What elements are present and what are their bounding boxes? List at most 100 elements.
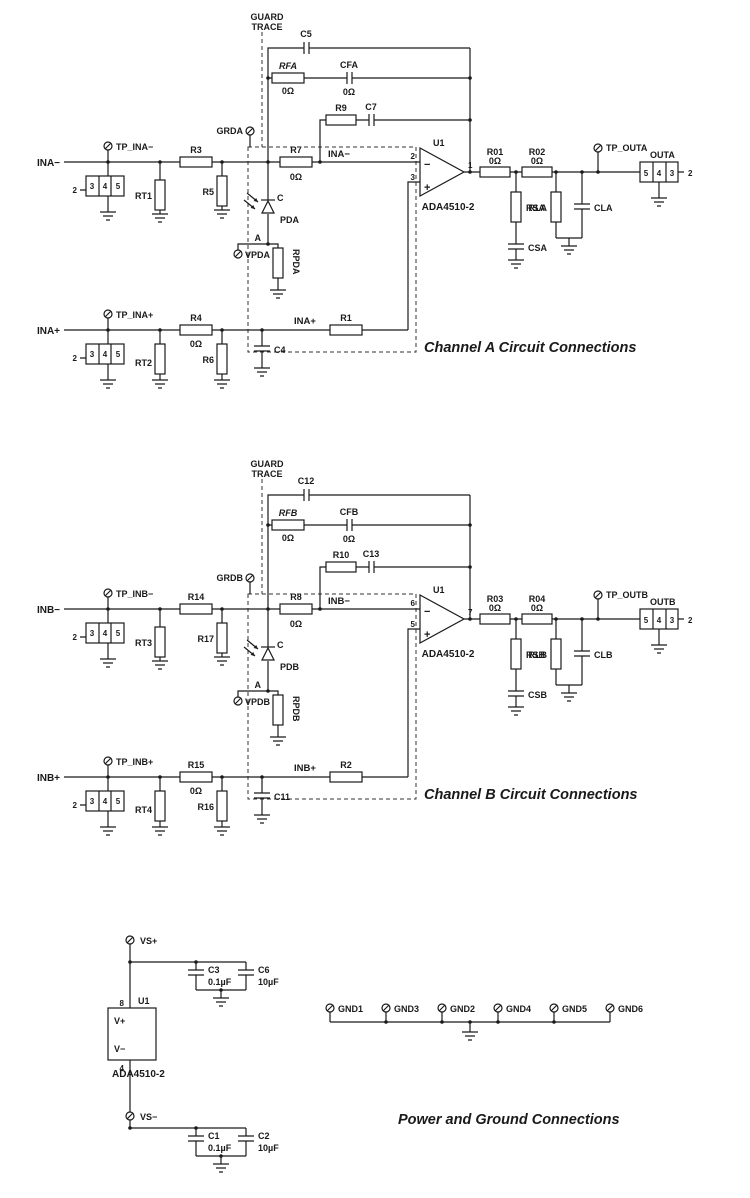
input-pos-shunt-res-label: R16 [197, 802, 214, 812]
input-pos-tp-label: TP_INA+ [116, 310, 153, 320]
junction-dots [106, 523, 600, 779]
opamp-power-box [107, 1007, 157, 1061]
out-res1-label: R03 [487, 594, 504, 604]
input-pos-label: INA+ [37, 326, 60, 337]
input-pos-net-label: INB+ [294, 763, 316, 774]
guard-trace-label-line2: TRACE [252, 469, 283, 479]
power-section: VS+ C3 0.1µF C6 10µF U1 8 V+ V− 4 ADA451… [107, 935, 643, 1173]
power-test-points [125, 935, 615, 1121]
feedback-cap-top-label: C5 [300, 29, 312, 39]
snubber-res-label: RSA [526, 203, 546, 213]
out-res2-label: R02 [529, 147, 546, 157]
input-neg-pin: 5 [116, 182, 121, 191]
guard-tp-label: GRDA [217, 126, 244, 136]
opamp-pin-vneg: 4 [120, 1064, 125, 1073]
cap-c2-value: 10µF [258, 1143, 279, 1153]
cap-c3-value: 0.1µF [208, 977, 232, 987]
feedback-res-value: 0Ω [282, 86, 294, 96]
cap-c6-label: C6 [258, 965, 270, 975]
power-junction-dots [128, 960, 556, 1158]
guard-trace-outline [247, 32, 417, 353]
photodiode-res-label: RPDB [291, 696, 301, 722]
out-res1-value: 0Ω [489, 603, 501, 613]
feedback2-cap-label: C13 [363, 549, 380, 559]
resistor-symbols [154, 519, 562, 822]
vs-pos-tp-label: VS+ [140, 936, 157, 946]
out-pin: 4 [657, 169, 662, 178]
guard-trace-label-line2: TRACE [252, 22, 283, 32]
out-pin-out: 2 [688, 169, 693, 178]
channel-a-section: GUARD TRACE GRDA C5 RFA 0Ω CFA 0Ω R9 C7 … [37, 12, 693, 389]
input-neg-shunt-res-label: R5 [202, 187, 214, 197]
input-neg-series-res-label: R3 [190, 145, 202, 155]
input-pos-connector [80, 790, 125, 812]
opamp-pin-inv: 2 [411, 152, 416, 161]
cap-c3-label: C3 [208, 965, 220, 975]
input-pos-res2-label: R2 [340, 760, 352, 770]
channel-title: Channel A Circuit Connections [424, 340, 636, 356]
feedback-cap-value: 0Ω [343, 87, 355, 97]
out-pin: 5 [644, 169, 649, 178]
input-neg-pin: 4 [103, 182, 108, 191]
feedback-res-value: 0Ω [282, 533, 294, 543]
photodiode-tp-label: VPDB [245, 697, 271, 707]
gnd-tp-label: GND2 [450, 1004, 475, 1014]
input-neg-pin: 3 [90, 182, 95, 191]
opamp-plus-sign: + [424, 629, 430, 641]
input-pos-series-res-value: 0Ω [190, 339, 202, 349]
opamp-ref-label: U1 [138, 996, 150, 1006]
out-pin-out: 2 [688, 616, 693, 625]
opamp-pin-out: 1 [468, 161, 473, 170]
vs-neg-tp-label: VS− [140, 1112, 157, 1122]
guard-tp-label: GRDB [217, 573, 244, 583]
feedback-cap-label: CFA [340, 60, 359, 70]
guard-trace-label-line1: GUARD [251, 459, 284, 469]
input-neg-res2-label: R8 [290, 592, 302, 602]
power-wires [129, 944, 611, 1164]
out-res2-value: 0Ω [531, 603, 543, 613]
input-pos-label: INB+ [37, 773, 60, 784]
input-neg-pin-out: 2 [73, 633, 78, 642]
out-tp-label: TP_OUTB [606, 590, 649, 600]
out-pin: 5 [644, 616, 649, 625]
input-pos-series-res-value: 0Ω [190, 786, 202, 796]
test-point-symbols [103, 126, 603, 319]
input-neg-connector [80, 622, 125, 644]
gnd-tp-label: GND6 [618, 1004, 643, 1014]
load-res-label: RLB [529, 650, 548, 660]
opamp-pin-inv: 6 [411, 599, 416, 608]
feedback-cap-top-label: C12 [298, 476, 315, 486]
photodiode-ref-label: PDB [280, 662, 300, 672]
gnd-tp-label: GND5 [562, 1004, 587, 1014]
input-pos-series-res-label: R4 [190, 313, 202, 323]
opamp-symbol [419, 146, 466, 198]
out-res2-label: R04 [529, 594, 546, 604]
power-capacitor-symbols [188, 969, 254, 1142]
channel-b-section: GUARD TRACE GRDB C12 RFB 0Ω CFB 0Ω R10 C… [37, 459, 693, 836]
input-pos-pin: 4 [103, 350, 108, 359]
photodiode-cathode-label: C [277, 640, 284, 650]
input-neg-pin-out: 2 [73, 186, 78, 195]
input-pos-series-res-label: R15 [188, 760, 205, 770]
capacitor-symbols [254, 42, 590, 352]
input-neg-res2-label: R7 [290, 145, 302, 155]
power-title: Power and Ground Connections [398, 1112, 620, 1128]
opamp-vneg-label: V− [114, 1044, 125, 1054]
opamp-pin-vpos: 8 [120, 999, 125, 1008]
out-pin: 3 [670, 616, 675, 625]
photodiode-ref-label: PDA [280, 215, 300, 225]
feedback2-cap-label: C7 [365, 102, 377, 112]
opamp-ref-label: U1 [433, 138, 445, 148]
out-res1-label: R01 [487, 147, 504, 157]
input-pos-pin: 5 [116, 797, 121, 806]
input-neg-term-label: RT3 [135, 638, 152, 648]
photodiode-cathode-label: C [277, 193, 284, 203]
opamp-plus-sign: + [424, 182, 430, 194]
test-point-symbols [103, 573, 603, 766]
input-pos-term-label: RT2 [135, 358, 152, 368]
gnd-tp-label: GND4 [506, 1004, 531, 1014]
ground-symbols [100, 197, 667, 389]
guard-trace-outline [247, 479, 417, 800]
